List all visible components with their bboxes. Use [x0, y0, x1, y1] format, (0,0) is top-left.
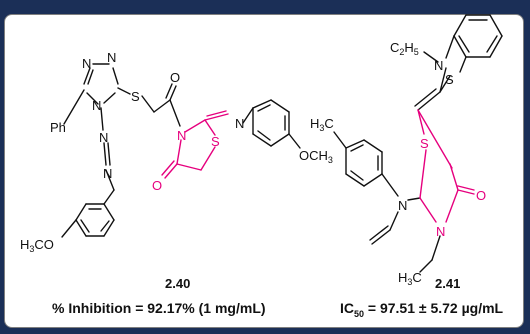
atom-h3c-top: H3C	[310, 116, 334, 133]
atom-h3co-left: H3CO	[20, 237, 54, 254]
atom-s-ring: S	[211, 134, 220, 149]
atom-n2: N	[107, 50, 116, 65]
atom-n6: N	[103, 166, 112, 181]
atom-s-benzothiazole: S	[445, 72, 454, 87]
atom-o-ring-2: O	[476, 188, 486, 203]
compound-id-2-41: 2.41	[435, 276, 460, 291]
atom-h3c-bottom: H3C	[398, 270, 422, 287]
activity-2-41: IC50 = 97.51 ± 5.72 µg/mL	[340, 300, 504, 319]
compound-2-41-core-bonds	[417, 109, 475, 223]
atom-n5: N	[99, 130, 108, 145]
atom-och3-right: OCH3	[299, 148, 333, 165]
atom-n-benzothiazole: N	[434, 58, 443, 73]
atom-s-thioether: S	[131, 89, 140, 104]
atom-n4: N	[92, 98, 101, 113]
atom-s-ring-2: S	[420, 136, 429, 151]
atom-c2h5: C2H5	[390, 40, 419, 57]
atom-o-ring: O	[152, 178, 162, 193]
compound-2-40-core-bonds	[161, 110, 229, 179]
compound-2-40-bonds	[61, 63, 301, 238]
figure-panel	[4, 14, 524, 328]
compound-2-41-bonds	[333, 14, 503, 273]
atom-n-amine: N	[398, 198, 407, 213]
atom-imine-n: N	[235, 116, 244, 131]
atom-n-ring-2: N	[436, 224, 445, 239]
compound-id-2-40: 2.40	[165, 276, 190, 291]
atom-n1: N	[82, 56, 91, 71]
atom-n-ring: N	[177, 128, 186, 143]
activity-2-40: % Inhibition = 92.17% (1 mg/mL)	[52, 300, 266, 316]
atom-o-carbonyl: O	[170, 70, 180, 85]
atom-ph: Ph	[50, 120, 66, 135]
